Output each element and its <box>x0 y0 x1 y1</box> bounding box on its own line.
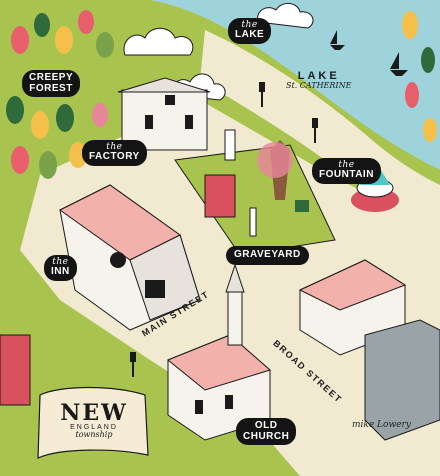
creepy-forest-label: CREEPY FOREST <box>22 70 81 97</box>
shore-trees <box>402 11 437 142</box>
the-fountain-line1: the <box>338 160 355 170</box>
the-factory-line2: FACTORY <box>89 151 140 163</box>
title-england: ENGLAND <box>70 424 118 431</box>
the-lake-label: the LAKE <box>228 18 272 44</box>
the-inn-line2: INN <box>51 266 70 278</box>
lake-name-label: LAKE St. CATHERINE <box>286 70 351 91</box>
the-fountain-label: the FOUNTAIN <box>312 158 381 184</box>
graveyard-line: GRAVEYARD <box>234 249 301 260</box>
title-new: NEW <box>60 400 128 426</box>
the-lake-line2: LAKE <box>235 29 265 41</box>
lamp-posts <box>130 82 318 377</box>
creepy-forest-line2: FOREST <box>29 82 73 94</box>
old-church-label: OLD CHURCH <box>236 418 297 445</box>
lake-name-line2: St. CATHERINE <box>286 81 352 91</box>
lake-name-line1: LAKE <box>297 70 340 82</box>
title-scroll <box>37 386 149 459</box>
the-lake-line1: the <box>241 20 258 30</box>
forest-trees <box>6 10 114 179</box>
title-township: township <box>75 430 113 439</box>
the-factory-label: the FACTORY <box>82 140 147 166</box>
creepy-forest-line1: CREEPY <box>29 72 74 83</box>
graveyard-label: GRAVEYARD <box>226 246 309 265</box>
the-inn-label: the INN <box>44 255 77 281</box>
lake-water <box>150 0 440 170</box>
gray-building <box>364 319 440 441</box>
church-building <box>167 263 272 441</box>
inn-building <box>59 184 201 331</box>
graveyard-area <box>174 129 336 256</box>
artist-signature: mike Lowery <box>352 420 411 430</box>
the-fountain-line2: FOUNTAIN <box>319 169 374 181</box>
the-factory-line1: the <box>106 142 123 152</box>
red-building <box>0 334 31 406</box>
the-inn-line1: the <box>52 257 69 267</box>
old-church-line2: CHURCH <box>243 430 290 442</box>
title-scroll-text: NEW ENGLAND township <box>50 402 138 439</box>
sailboats <box>330 30 408 76</box>
old-church-line1: OLD <box>254 420 278 431</box>
